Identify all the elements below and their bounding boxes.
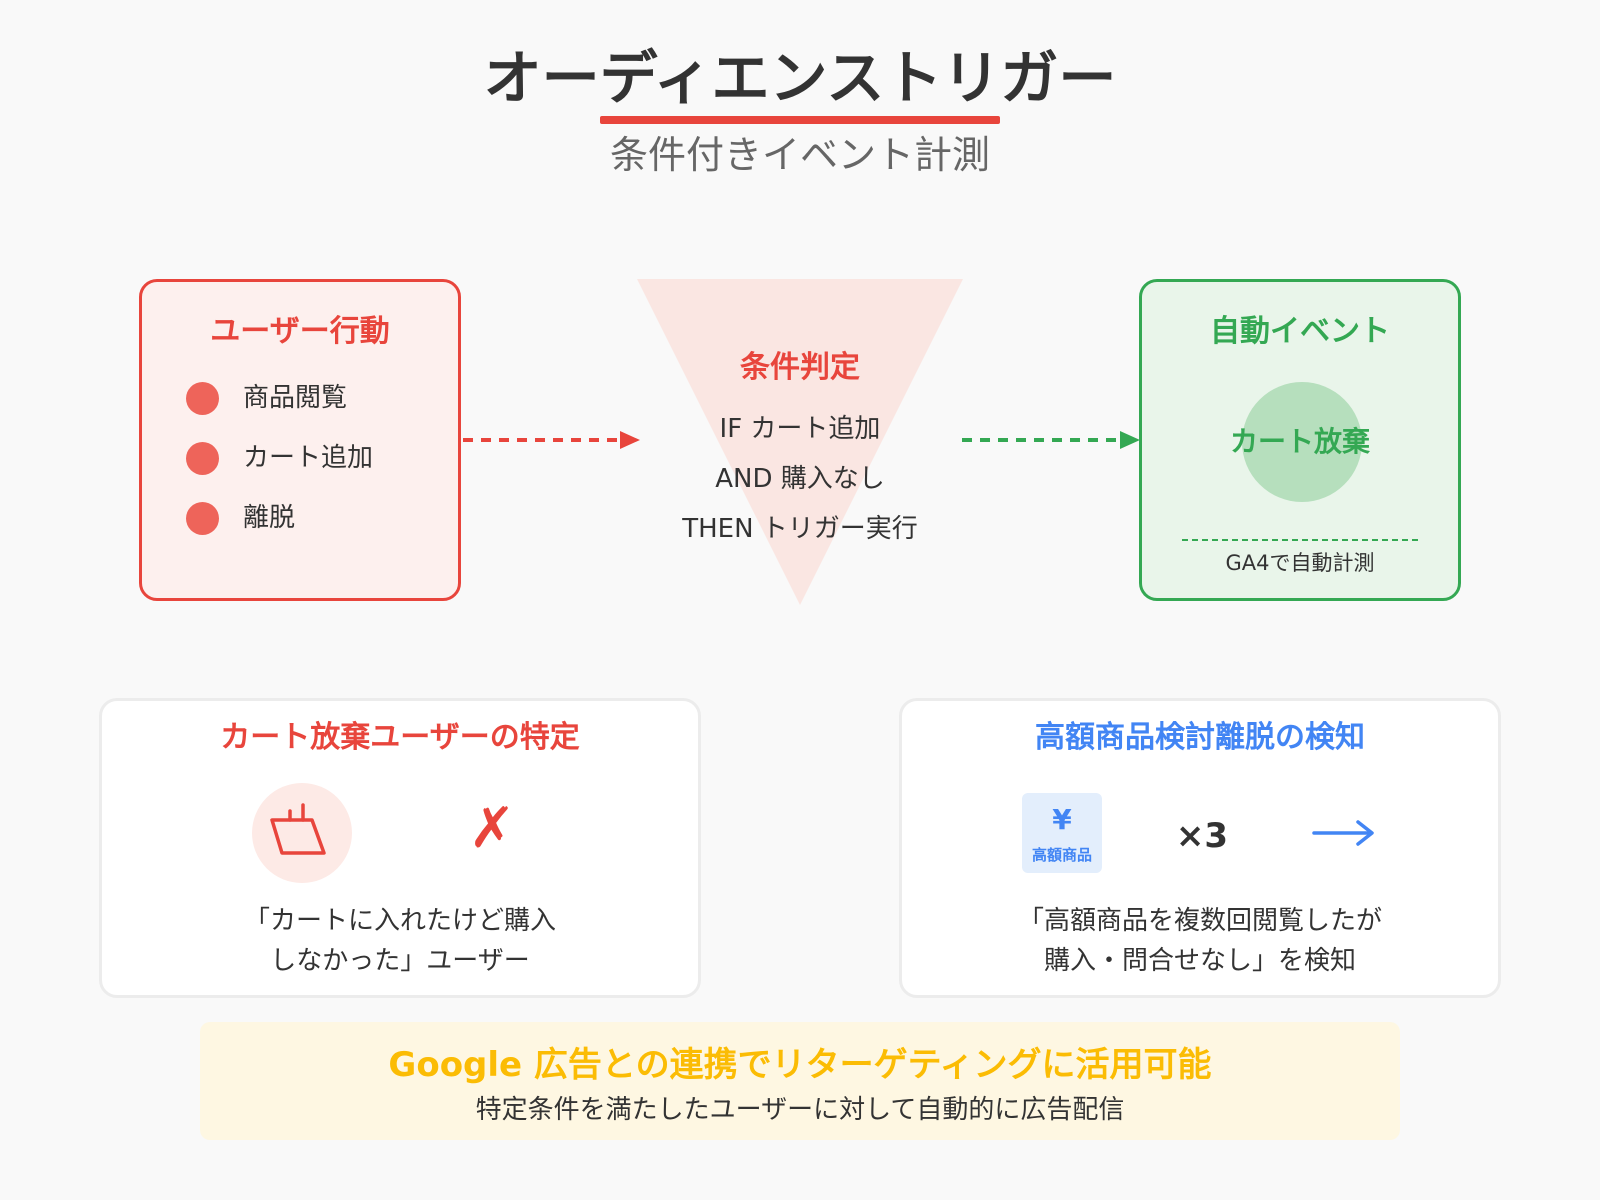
shopping-basket-icon xyxy=(252,783,352,883)
page-title: オーディエンストリガー xyxy=(483,44,1117,112)
yen-label: 高額商品 xyxy=(1031,846,1092,864)
condition-line-if: IF カート追加 xyxy=(719,414,881,444)
arrow-right-icon xyxy=(1312,820,1374,846)
title-underline xyxy=(600,116,1000,124)
event-note: GA4で自動計測 xyxy=(1225,551,1375,575)
yen-icon: ¥ 高額商品 xyxy=(1022,793,1102,873)
user-action-item: 離脱 xyxy=(186,498,295,538)
yen-sign: ¥ xyxy=(1052,803,1072,836)
retargeting-banner: Google 広告との連携でリターゲティングに活用可能 特定条件を満たしたユーザ… xyxy=(200,1022,1400,1140)
condition-line-and: AND 購入なし xyxy=(715,464,885,494)
bullet-dot-icon xyxy=(186,441,219,475)
user-action-item: 商品閲覧 xyxy=(186,378,347,418)
high-value-card: 高額商品検討離脱の検知 ¥ 高額商品 ×3 「高額商品を複数回閲覧したが 購入・… xyxy=(899,698,1501,998)
banner-title: Google 広告との連携でリターゲティングに活用可能 xyxy=(388,1045,1212,1085)
user-action-item-label: 商品閲覧 xyxy=(243,383,348,413)
auto-event-box: 自動イベント カート放棄 GA4で自動計測 xyxy=(1139,279,1461,601)
high-value-title: 高額商品検討離脱の検知 xyxy=(1035,720,1365,755)
bullet-dot-icon xyxy=(186,381,219,415)
bullet-dot-icon xyxy=(186,501,219,535)
description-line: 「カートに入れたけど購入 xyxy=(243,906,556,936)
cart-abandon-card: カート放棄ユーザーの特定 ✗ 「カートに入れたけど購入 しなかった」ユーザー xyxy=(99,698,701,998)
high-value-description: 「高額商品を複数回閲覧したが 購入・問合せなし」を検知 xyxy=(902,901,1498,981)
user-action-box: ユーザー行動 商品閲覧 カート追加 離脱 xyxy=(139,279,461,601)
event-label: カート放棄 xyxy=(1229,425,1370,458)
cart-abandon-title: カート放棄ユーザーの特定 xyxy=(220,720,580,755)
user-to-condition-arrowhead xyxy=(620,431,640,449)
description-line: 「高額商品を複数回閲覧したが xyxy=(1017,906,1382,936)
multiplier-label: ×3 xyxy=(1175,816,1229,856)
condition-line-then: THEN トリガー実行 xyxy=(682,514,918,544)
condition-triangle xyxy=(637,279,963,605)
cross-icon: ✗ xyxy=(468,796,516,861)
event-divider xyxy=(1182,539,1418,541)
description-line: 購入・問合せなし」を検知 xyxy=(1043,946,1356,976)
condition-to-event-arrowhead xyxy=(1120,431,1140,449)
user-action-item-label: カート追加 xyxy=(243,443,374,473)
user-action-item-label: 離脱 xyxy=(243,503,296,533)
banner-subtitle: 特定条件を満たしたユーザーに対して自動的に広告配信 xyxy=(475,1095,1125,1125)
user-action-item: カート追加 xyxy=(186,438,373,478)
condition-title: 条件判定 xyxy=(740,350,860,385)
auto-event-title: 自動イベント xyxy=(1210,314,1390,349)
page-subtitle: 条件付きイベント計測 xyxy=(609,133,990,177)
user-action-title: ユーザー行動 xyxy=(210,314,390,349)
description-line: しなかった」ユーザー xyxy=(270,946,530,976)
cart-abandon-description: 「カートに入れたけど購入 しなかった」ユーザー xyxy=(102,901,698,981)
event-circle xyxy=(1242,382,1362,502)
